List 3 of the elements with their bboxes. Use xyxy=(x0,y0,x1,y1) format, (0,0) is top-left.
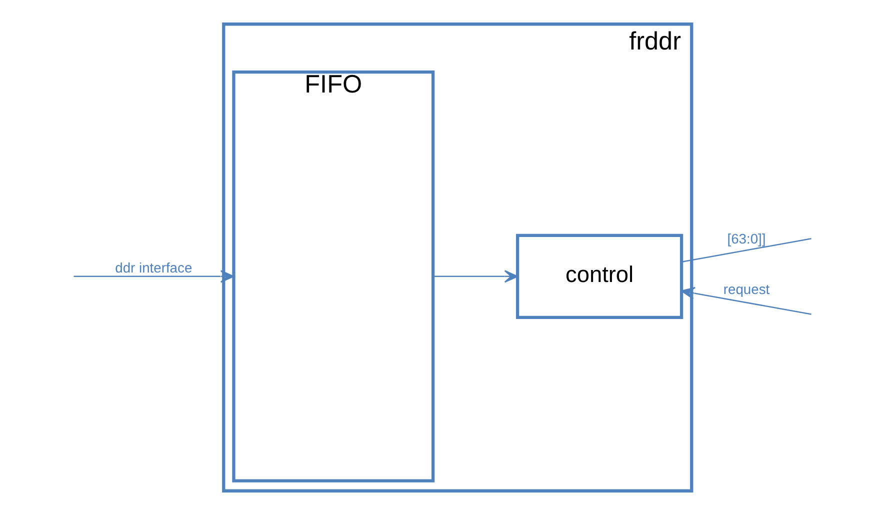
edge-label: [63:0]] xyxy=(727,230,766,246)
edge-label: request xyxy=(723,280,770,296)
edge-label: ddr interface xyxy=(115,258,192,275)
